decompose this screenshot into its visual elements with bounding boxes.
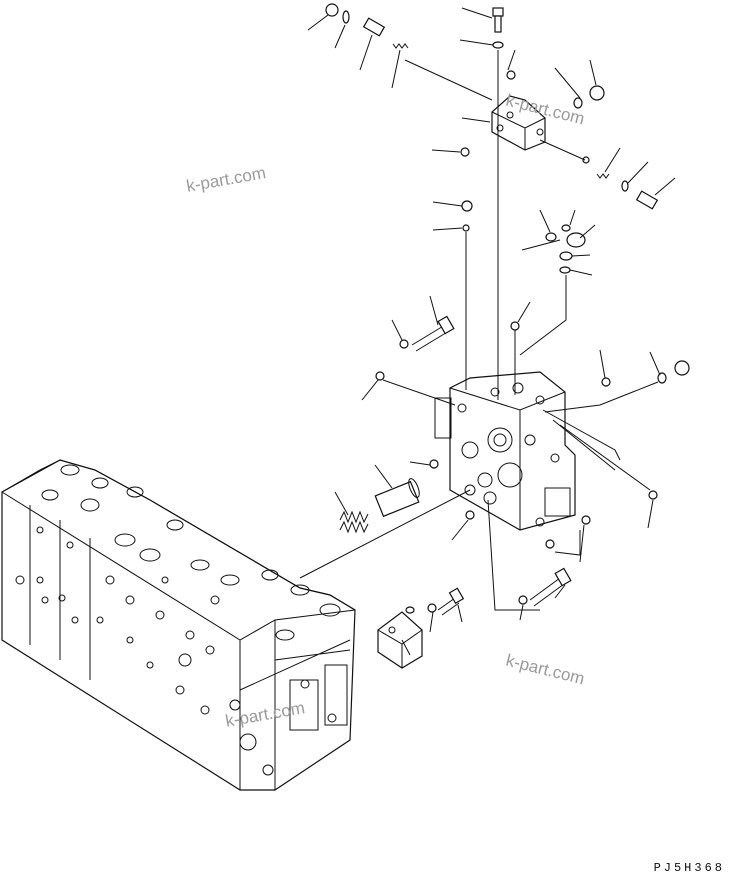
side-cover	[377, 611, 423, 669]
long-bolt-lower	[529, 567, 572, 607]
long-bolt-upper	[411, 315, 455, 352]
main-body-ports	[15, 464, 341, 715]
orifice-springs	[392, 43, 610, 179]
o-rings	[405, 41, 586, 614]
return-spring	[339, 510, 369, 534]
section-valve-block	[434, 371, 576, 531]
top-cover-block	[491, 95, 546, 151]
leader-lines	[307, 7, 676, 656]
spool-plug	[374, 478, 420, 518]
main-valve-body	[1, 459, 356, 791]
assembly-lines	[299, 50, 659, 611]
top-bolt	[492, 7, 504, 33]
short-bolt	[437, 587, 465, 616]
drawing-code: PJ5H368	[653, 861, 725, 875]
plug-screws	[325, 3, 690, 613]
